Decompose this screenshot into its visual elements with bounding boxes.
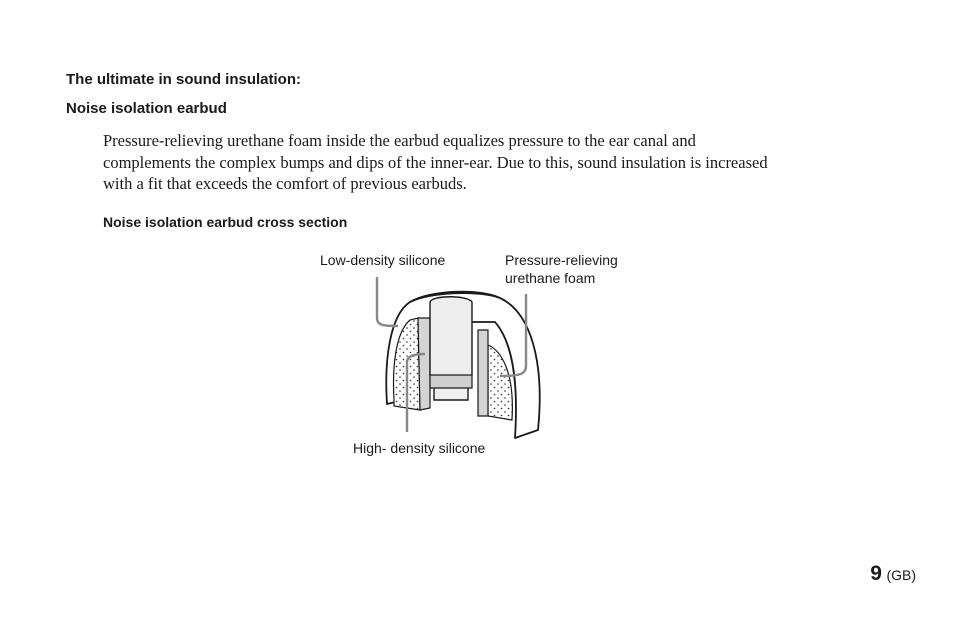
label-low-density-silicone: Low-density silicone <box>320 252 446 268</box>
page-region: (GB) <box>886 567 916 583</box>
channel-collar <box>429 374 473 389</box>
label-line: Pressure-relieving <box>505 252 618 268</box>
description-paragraph: Pressure-relieving urethane foam inside … <box>103 130 863 195</box>
paragraph-line: Pressure-relieving urethane foam inside … <box>103 131 696 150</box>
leader-high-density <box>405 352 426 432</box>
subsection-heading: Noise isolation earbud <box>66 100 227 117</box>
figure-title: Noise isolation earbud cross section <box>103 214 348 230</box>
earbud-cross-section-diagram <box>375 277 541 439</box>
page-number: 9 (GB) <box>870 562 916 586</box>
top-rim <box>409 290 501 303</box>
central-channel <box>429 296 473 401</box>
leader-pressure <box>499 294 528 378</box>
label-line: urethane foam <box>505 270 596 286</box>
section-heading: The ultimate in sound insulation: <box>66 71 301 88</box>
label-high-density-silicone: High- density silicone <box>353 440 486 456</box>
paragraph-line: with a fit that exceeds the comfort of p… <box>103 174 467 193</box>
page-number-value: 9 <box>870 562 882 585</box>
inner-tube-left-wall <box>417 317 431 411</box>
paragraph-line: complements the complex bumps and dips o… <box>103 152 768 172</box>
leader-low-density <box>375 277 399 328</box>
inner-tube-right-wall <box>477 329 489 417</box>
foam-right <box>487 344 513 421</box>
label-pressure-relieving-foam: Pressure-relieving urethane foam <box>505 251 618 287</box>
